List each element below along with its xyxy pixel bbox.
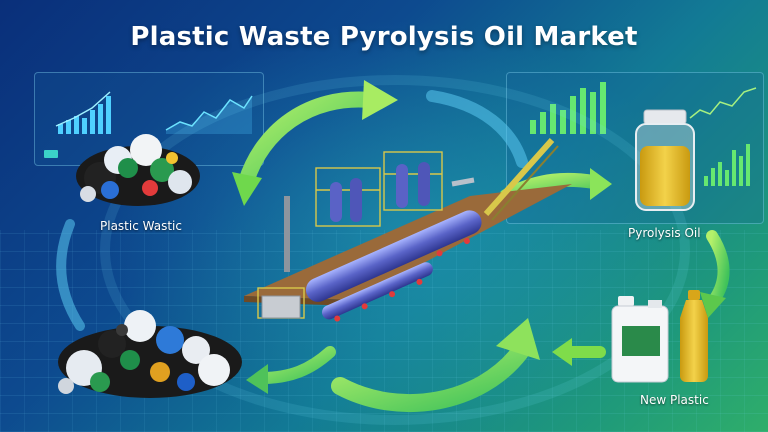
label-pyrolysis-oil: Pyrolysis Oil <box>628 226 701 240</box>
plastic-waste-pile-bottom <box>58 310 242 398</box>
cycle-arrow-from-new-plastic <box>552 338 606 366</box>
cycle-arrow-top-right <box>426 90 528 168</box>
cycle-ring <box>100 75 690 425</box>
pyrolysis-oil-jar-icon <box>635 109 695 211</box>
left-mini-bar-chart <box>55 91 111 134</box>
right-mini-bar-chart-2 <box>704 144 750 186</box>
right-mini-line-chart <box>689 87 757 119</box>
new-plastic-jerrycan-icon <box>611 296 669 383</box>
left-mini-line-chart <box>165 95 253 134</box>
cycle-arrow-left-down <box>56 219 85 331</box>
new-plastic-bottle-icon <box>680 290 708 382</box>
left-panel-icon <box>44 150 58 158</box>
plastic-waste-pile-top <box>76 134 200 206</box>
cycle-arrow-bottom-left <box>246 346 336 394</box>
pyrolysis-plant <box>244 138 572 322</box>
label-new-plastic: New Plastic <box>640 393 709 407</box>
label-plastic-waste: Plastic Wastic <box>100 219 182 233</box>
diagram-title: Plastic Waste Pyrolysis Oil Market <box>130 22 638 52</box>
right-mini-bar-chart <box>530 82 606 134</box>
cycle-arrow-top-left <box>232 80 398 206</box>
cycle-arrow-bottom <box>331 318 540 412</box>
cycle-arrow-right-down <box>700 230 730 318</box>
